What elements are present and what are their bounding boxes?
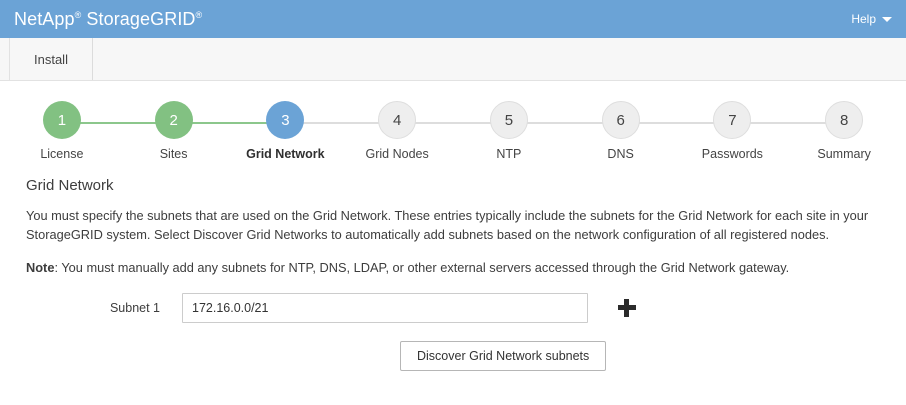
note-label: Note (26, 260, 55, 275)
step-connector-left (788, 122, 845, 124)
step-label-3: Grid Network (246, 147, 325, 161)
wizard-step-license[interactable]: 1 License (6, 101, 118, 161)
step-number-4: 4 (392, 111, 402, 129)
step-circle-4: 4 (378, 101, 417, 139)
brand-netapp: NetApp (14, 9, 75, 29)
step-number-5: 5 (504, 111, 514, 129)
step-circle-7: 7 (713, 101, 752, 139)
step-number-3: 3 (281, 111, 290, 129)
note-body: : You must manually add any subnets for … (54, 260, 790, 275)
tab-install-label: Install (34, 51, 68, 67)
tab-bar-left-edge (0, 38, 10, 80)
app-header: NetApp®StorageGRID® Help (0, 0, 906, 38)
step-connector-right (732, 122, 789, 124)
step-circle-2: 2 (154, 101, 193, 139)
main-content: Grid Network You must specify the subnet… (0, 161, 906, 371)
plus-icon[interactable] (618, 299, 636, 317)
brand-storagegrid: StorageGRID (86, 9, 196, 29)
step-connector-left (117, 122, 174, 124)
button-row-gutter (26, 341, 400, 371)
step-connector-right (508, 122, 565, 124)
step-number-7: 7 (728, 111, 737, 129)
step-label-8: Summary (817, 147, 871, 161)
step-number-6: 6 (616, 111, 625, 129)
step-connector-left (453, 122, 509, 124)
discover-grid-network-subnets-button[interactable]: Discover Grid Network subnets (400, 341, 607, 371)
step-connector-left (341, 122, 398, 124)
step-connector-right (285, 122, 342, 124)
wizard-step-grid-nodes[interactable]: 4 Grid Nodes (341, 101, 453, 161)
step-connector-right (397, 122, 453, 124)
step-label-7: Passwords (701, 147, 763, 161)
step-circle-1: 1 (42, 101, 81, 139)
step-circle-5: 5 (489, 101, 528, 139)
step-number-1: 1 (57, 111, 67, 129)
brand-registered-mark-2: ® (195, 10, 203, 20)
wizard-step-sites[interactable]: 2 Sites (117, 101, 230, 161)
step-connector-right (620, 122, 677, 124)
brand-registered-mark-1: ® (74, 10, 82, 20)
step-label-2: Sites (159, 147, 188, 161)
step-label-5: NTP (496, 147, 522, 161)
wizard-step-ntp[interactable]: 5 NTP (453, 101, 565, 161)
tab-bar-filler (92, 38, 906, 80)
page-title: Grid Network (26, 177, 114, 194)
page-description: You must specify the subnets that are us… (26, 208, 869, 242)
step-circle-6: 6 (601, 101, 640, 139)
tab-bar: Install (0, 38, 906, 81)
subnet-row: Subnet 1 (26, 293, 882, 323)
help-menu[interactable]: Help (851, 12, 894, 26)
step-number-2: 2 (169, 111, 178, 129)
step-connector-left (229, 122, 286, 124)
wizard-step-dns[interactable]: 6 DNS (564, 101, 677, 161)
step-circle-3: 3 (266, 101, 305, 139)
step-number-8: 8 (839, 111, 849, 129)
step-label-6: DNS (607, 147, 634, 161)
wizard-step-grid-network[interactable]: 3 Grid Network (229, 101, 342, 161)
wizard-step-summary[interactable]: 8 Summary (788, 101, 900, 161)
step-connector-right (61, 122, 118, 124)
wizard-stepper: 1 License 2 Sites 3 Grid Network 4 Grid … (0, 101, 906, 161)
chevron-down-icon (882, 16, 892, 22)
step-connector-right (173, 122, 230, 124)
subnet-input[interactable] (182, 293, 588, 323)
brand-logo: NetApp®StorageGRID® (14, 10, 202, 28)
note-text: Note: You must manually add any subnets … (26, 258, 882, 277)
step-connector-left (676, 122, 733, 124)
help-menu-label: Help (851, 12, 876, 26)
step-label-4: Grid Nodes (365, 147, 429, 161)
wizard-step-passwords[interactable]: 7 Passwords (676, 101, 789, 161)
tab-install[interactable]: Install (10, 38, 93, 80)
button-row: Discover Grid Network subnets (26, 341, 882, 371)
step-connector-left (564, 122, 621, 124)
step-circle-8: 8 (825, 101, 864, 139)
step-label-1: License (40, 147, 84, 161)
subnet-label: Subnet 1 (109, 301, 160, 315)
